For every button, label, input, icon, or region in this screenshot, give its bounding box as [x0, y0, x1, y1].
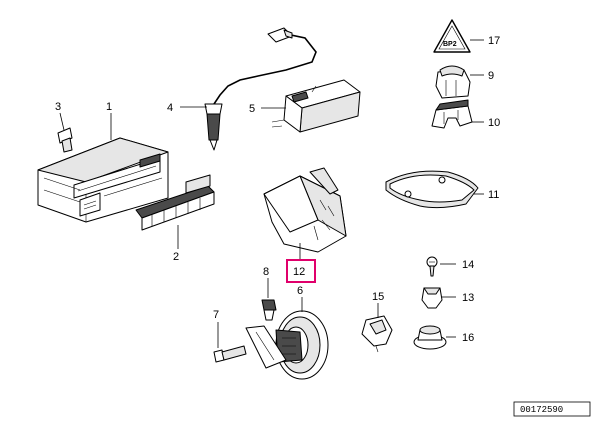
part-1-control-unit — [37, 137, 169, 223]
part-15-cable-clip — [361, 315, 393, 353]
callout-2: 2 — [173, 251, 179, 263]
callout-4: 4 — [167, 102, 173, 114]
part-12-bracket — [263, 167, 347, 253]
callout-12[interactable]: 12 — [293, 266, 305, 278]
part-11-cover-plate — [385, 170, 479, 209]
part-9-knob — [435, 65, 471, 99]
callout-3: 3 — [55, 101, 61, 113]
callout-16: 16 — [462, 332, 474, 344]
leader-3 — [59, 112, 65, 131]
callout-15: 15 — [372, 291, 384, 303]
part-13-clip-nut — [421, 287, 443, 309]
part-5-control-box — [271, 79, 361, 133]
part-4-sensor-cable — [204, 27, 317, 151]
callout-9: 9 — [488, 70, 494, 82]
part-3-screw — [57, 127, 73, 153]
warning-sign-text: BP2 — [443, 41, 457, 48]
callout-1: 1 — [106, 101, 112, 113]
part-14-screw — [426, 256, 438, 277]
callout-11: 11 — [488, 189, 499, 201]
callout-8: 8 — [263, 266, 269, 278]
callout-17: 17 — [488, 35, 500, 47]
callout-14: 14 — [462, 259, 474, 271]
callout-10: 10 — [488, 117, 500, 129]
part-2-switch-block — [135, 174, 215, 231]
part-10-holder — [431, 99, 473, 129]
callout-7: 7 — [213, 309, 219, 321]
callout-12-highlight[interactable] — [286, 259, 316, 283]
part-7-bolt-bracket — [213, 325, 287, 369]
callout-13: 13 — [462, 292, 474, 304]
part-6-horn — [275, 310, 329, 380]
part-8-nut — [261, 299, 277, 321]
callout-6: 6 — [297, 285, 303, 297]
callout-5: 5 — [249, 103, 255, 115]
part-16-collar-nut — [413, 325, 447, 350]
document-id-box — [513, 401, 591, 417]
part-17-warning-sign: BP2 — [433, 19, 471, 53]
document-id: 00172590 — [520, 405, 563, 415]
